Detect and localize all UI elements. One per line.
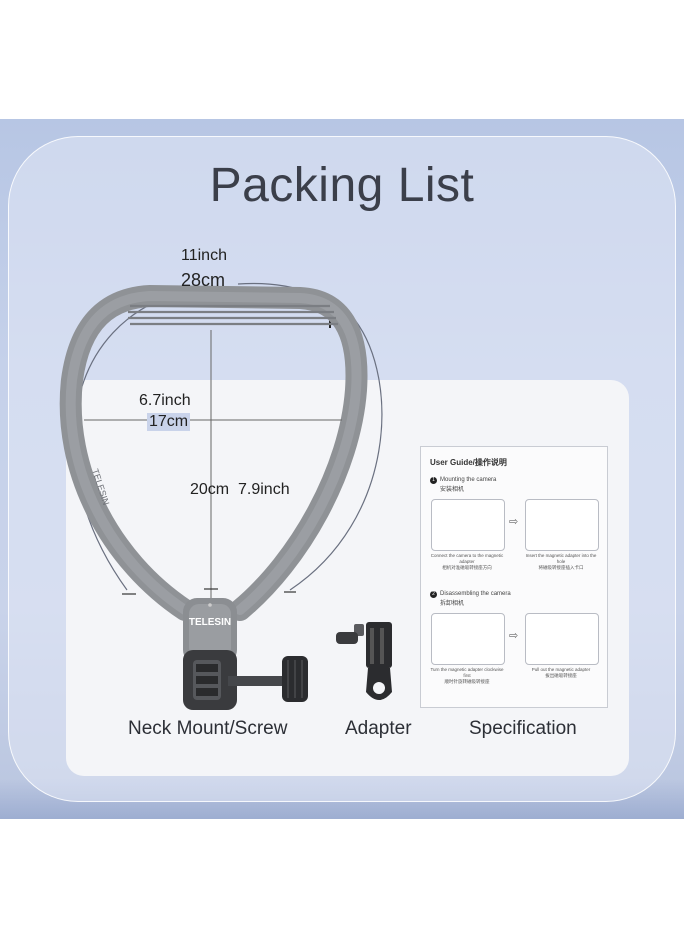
item-label-specification: Specification [469,718,577,739]
step-2-caption-a: Turn the magnetic adapter clockwise firs… [430,667,504,684]
step-1-image-a [431,499,505,551]
height-inch-label: 7.9inch [238,481,290,498]
step-1-title: Mounting the camera [440,477,497,483]
step-2-title: Disassembling the camera [440,591,511,597]
step-2-image-b [525,613,599,665]
item-label-adapter: Adapter [345,718,412,739]
adapter-part [336,622,392,700]
item-label-neck-mount: Neck Mount/Screw [128,718,288,739]
step-1-image-b [525,499,599,551]
step-1-caption-b: Insert the magnetic adapter into the hol… [525,553,597,570]
step-2-title-cn: 拆卸相机 [440,601,465,607]
width-cm-label: 28cm [181,270,226,290]
step-1-arrow-icon: ⇨ [509,516,519,528]
step-1-caption-a: Connect the camera to the magnetic adapt… [430,553,504,570]
screw-shaft [228,676,284,686]
width-inch-label: 11inch [181,247,227,264]
inner-cm-label: 17cm [147,413,191,431]
page-title: Packing List [209,159,475,212]
guide-title: User Guide/操作说明 [430,458,507,467]
step-1-title-cn: 安装相机 [440,487,465,493]
step-2-arrow-icon: ⇨ [509,630,519,642]
step-1-number: 1 [430,477,437,484]
step-2-number: 2 [430,591,437,598]
neck-ribs [128,304,338,326]
head-brand-text: TELESIN [189,617,231,628]
inner-inch-label: 6.7inch [139,392,191,409]
neck-band [59,284,368,621]
step-2-image-a [431,613,505,665]
height-cm-label: 20cm [190,481,230,498]
